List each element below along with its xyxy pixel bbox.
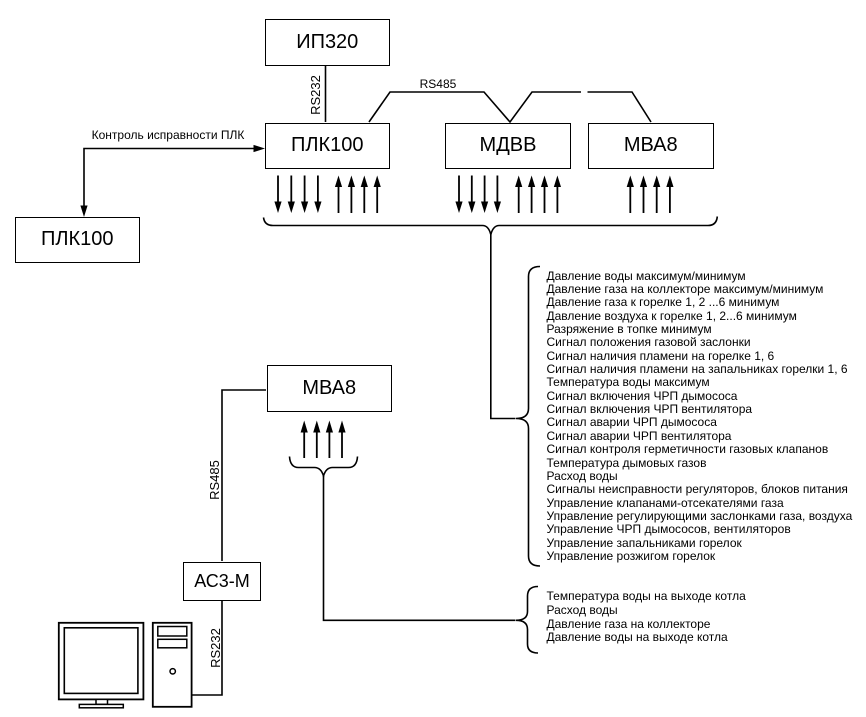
io-arrows-mdvv (455, 175, 561, 213)
signal-item: Сигнал наличия пламени на горелке 1, 6 (546, 348, 775, 363)
pc-monitor-base (78, 703, 125, 709)
box-plc100-backup-label: ПЛК100 (40, 228, 114, 250)
box-mva8-bus: МВА8 (588, 122, 714, 169)
signal-item: Давление воды на выходе котла (546, 630, 728, 645)
signal-item: Сигнал аварии ЧРП вентилятора (546, 428, 732, 443)
box-mdvv: МДВВ (445, 122, 571, 169)
link-watchdog (80, 144, 265, 217)
signal-item: Сигнал наличия пламени на запальниках го… (546, 362, 848, 377)
io-arrows-plc100 (274, 175, 381, 213)
signal-item: Расход воды (546, 602, 618, 617)
box-plc100-main: ПЛК100 (265, 122, 390, 169)
signal-item: Управление розжигом горелок (546, 549, 716, 564)
signal-item: Сигнал положения газовой заслонки (546, 335, 751, 350)
signal-item: Управление запальниками горелок (546, 535, 742, 550)
box-mdvv-label: МДВВ (479, 134, 537, 157)
label-rs232-panel: RS232 (307, 74, 323, 115)
io-arrows-mva8-archive (300, 420, 346, 458)
brace-archive-group (288, 456, 516, 622)
link-rs232-pc (192, 600, 223, 696)
signal-item: Давление воды максимум/минимум (546, 268, 746, 283)
signal-item: Сигналы неисправности регуляторов, блоко… (546, 482, 848, 497)
signal-item: Температура воды на выходе котла (546, 589, 746, 603)
pc-monitor-neck (95, 698, 109, 706)
box-mva8-archive: МВА8 (266, 365, 392, 412)
brace-io-group (262, 216, 719, 420)
signal-item: Давление газа на коллекторе (546, 616, 711, 631)
box-mva8-bus-label: МВА8 (623, 134, 678, 157)
signal-item: Температура дымовых газов (546, 455, 707, 470)
signal-item: Расход воды (546, 468, 618, 483)
signal-item: Давление воздуха к горелке 1, 2...6 мини… (546, 308, 797, 323)
link-rs485-bus (368, 91, 652, 124)
label-rs485-archive: RS485 (206, 459, 222, 500)
signal-item: Управление ЧРП дымососов, вентиляторов (546, 522, 791, 537)
pc-tower-slot-1 (157, 625, 188, 637)
pc-power-button (169, 667, 177, 675)
box-plc100-main-label: ПЛК100 (290, 134, 364, 156)
signal-item: Управление регулирующими заслонками газа… (546, 508, 853, 523)
pc-tower-slot-2 (157, 638, 188, 649)
box-mva8-archive-label: МВА8 (302, 377, 357, 399)
signal-item: Сигнал контроля герметичности газовых кл… (546, 442, 829, 457)
label-rs485-bus: RS485 (419, 76, 457, 91)
pc-workstation-icon (57, 621, 193, 709)
io-arrows-mva8-bus (626, 175, 674, 213)
signal-item: Сигнал включения ЧРП вентилятора (546, 402, 753, 417)
box-plc100-backup: ПЛК100 (15, 216, 140, 263)
box-as3m: АС3-М (183, 561, 261, 601)
signal-item: Давление газа на коллекторе максимум/мин… (546, 281, 824, 296)
signal-item: Разряжение в топке минимум (546, 321, 712, 336)
pc-tower (151, 621, 193, 708)
signal-item: Сигнал аварии ЧРП дымососа (546, 415, 717, 430)
label-watchdog: Контроль исправности ПЛК (91, 128, 245, 142)
label-rs232-pc: RS232 (208, 627, 223, 668)
signal-item: Температура воды максимум (546, 375, 710, 390)
signal-item: Управление клапанами-отсекателями газа (546, 495, 784, 510)
box-ip320-label: ИП320 (296, 30, 359, 53)
box-ip320: ИП320 (265, 18, 390, 66)
signal-item: Давление газа к горелке 1, 2 ...6 миниму… (546, 295, 780, 310)
signal-item: Сигнал включения ЧРП дымососа (546, 388, 738, 403)
brace-signals-io (515, 265, 541, 567)
brace-signals-archive (515, 585, 539, 654)
link-rs485-archive (221, 389, 266, 561)
pc-monitor-screen (63, 626, 139, 695)
box-as3m-label: АС3-М (194, 570, 250, 591)
